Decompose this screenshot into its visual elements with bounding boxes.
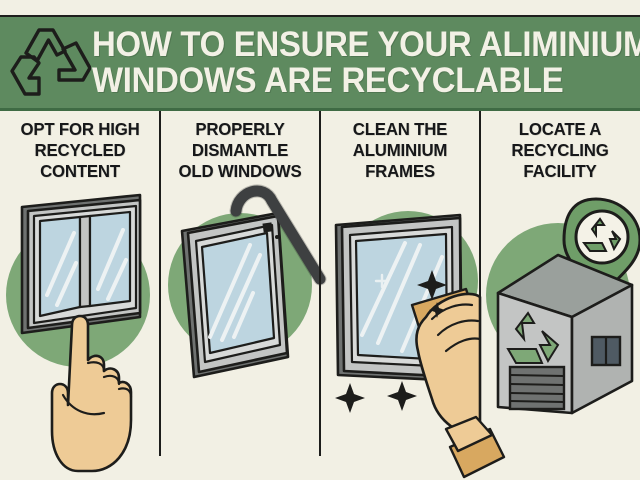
- step-2-illustration: [160, 184, 327, 480]
- step-2-heading: PROPERLY DISMANTLE OLD WINDOWS: [163, 119, 317, 182]
- step-1-illustration: [0, 185, 160, 480]
- step-column-4: LOCATE A RECYCLING FACILITY: [444, 111, 640, 480]
- step-4-heading-line-1: LOCATE A: [518, 119, 602, 139]
- step-1-heading-line-1: OPT FOR HIGH: [20, 119, 140, 139]
- step-3-heading-line-2: ALUMINIUM: [352, 140, 448, 160]
- step-1-heading-line-2: RECYCLED: [34, 140, 126, 160]
- step-4-heading: LOCATE A RECYCLING FACILITY: [483, 119, 637, 182]
- column-divider-3: [479, 111, 481, 456]
- pointing-hand: [50, 314, 133, 473]
- column-divider-2: [319, 111, 321, 456]
- sparkle-icon-right: [417, 270, 447, 300]
- debris-chip-small: [275, 235, 279, 239]
- double-pane-window: [20, 193, 142, 335]
- step-2-heading-line-1: PROPERLY: [195, 119, 285, 139]
- recycling-facility-building: [496, 253, 634, 415]
- step-3-heading: CLEAN THE ALUMINIUM FRAMES: [323, 119, 477, 182]
- debris-chip-large: [262, 222, 273, 233]
- steps-row: OPT FOR HIGH RECYCLED CONTENT: [0, 111, 640, 480]
- page-title-line-1: HOW TO ENSURE YOUR ALIMINIUM: [92, 24, 640, 64]
- wiping-hand: [415, 292, 482, 437]
- arm-sleeve-overlap: [444, 415, 506, 479]
- sparkle-icon-bottom-mid: [387, 381, 417, 411]
- page-title-line-2: WINDOWS ARE RECYCLABLE: [92, 60, 564, 100]
- step-3-heading-line-3: FRAMES: [365, 161, 435, 181]
- step-3-illustration: [320, 185, 482, 480]
- step-column-2: PROPERLY DISMANTLE OLD WINDOWS: [160, 111, 327, 480]
- step-2-heading-line-2: DISMANTLE: [191, 140, 289, 160]
- step-4-heading-line-2: RECYCLING: [511, 140, 609, 160]
- step-4-heading-line-3: FACILITY: [523, 161, 597, 181]
- sparkle-icons: [335, 270, 447, 413]
- tilted-window-frame: [180, 211, 290, 379]
- header-banner: HOW TO ENSURE YOUR ALIMINIUM WINDOWS ARE…: [0, 15, 640, 111]
- step-1-heading: OPT FOR HIGH RECYCLED CONTENT: [3, 119, 157, 182]
- sparkle-icon-right-small: [429, 302, 445, 318]
- step-4-illustration: [444, 185, 640, 480]
- crowbar-tool: [229, 184, 327, 286]
- column-divider-1: [159, 111, 161, 456]
- step-2-heading-line-3: OLD WINDOWS: [178, 161, 302, 181]
- sparkle-icon-bottom-left: [335, 383, 365, 413]
- step-1-heading-line-3: CONTENT: [40, 161, 120, 181]
- recycling-symbol-icon: [6, 23, 92, 103]
- step-3-heading-line-1: CLEAN THE: [352, 119, 448, 139]
- step-column-1: OPT FOR HIGH RECYCLED CONTENT: [0, 111, 161, 480]
- wall-recycling-symbol: [506, 311, 560, 364]
- page-title: HOW TO ENSURE YOUR ALIMINIUM WINDOWS ARE…: [92, 24, 640, 100]
- step-column-3: CLEAN THE ALUMINIUM FRAMES: [320, 111, 482, 480]
